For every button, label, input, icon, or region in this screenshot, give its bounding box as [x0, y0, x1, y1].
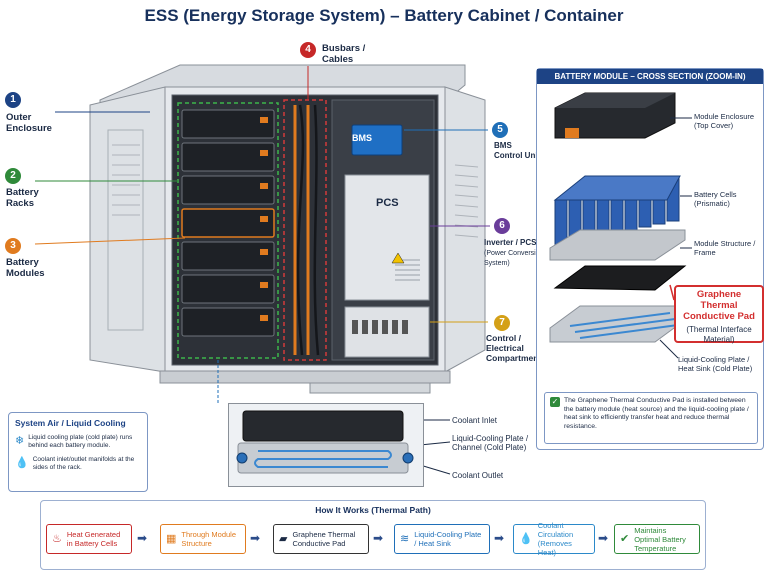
step-coolant-circulation: 💧 Coolant Circulation (Removes Heat) — [513, 521, 595, 557]
graphene-pad-title: Graphene Thermal Conductive Pad — [683, 289, 755, 322]
cooling-item-2: Coolant inlet/outlet manifolds at the si… — [32, 456, 135, 471]
callout-6-badge: 6 — [494, 218, 510, 234]
step-module-structure: ▦ Through Module Structure — [160, 524, 246, 554]
callout-6-title: Inverter / PCS — [484, 238, 537, 247]
step-2-label: Through Module Structure — [181, 530, 237, 548]
label-module-enclosure: Module Enclosure (Top Cover) — [694, 112, 755, 130]
callout-4-badge: 4 — [300, 42, 316, 58]
arrow-5-icon: ➡ — [598, 531, 609, 545]
coolant-outlet-label: Coolant Outlet — [452, 471, 504, 480]
step-6-label: Maintains Optimal Battery Temperature — [634, 525, 686, 553]
module-layers-illustration — [549, 92, 687, 343]
graphene-pad-callout: Graphene Thermal Conductive Pad (Thermal… — [674, 285, 764, 344]
cooling-panel-title: System Air / Liquid Cooling — [15, 418, 126, 428]
step-3-label: Graphene Thermal Conductive Pad — [292, 530, 356, 548]
step-cold-plate: ≋ Liquid-Cooling Plate / Heat Sink — [394, 524, 490, 554]
callout-7-badge: 7 — [494, 315, 510, 331]
callout-2-label: Battery Racks — [6, 187, 39, 209]
cooling-item-1: Liquid cooling plate (cold plate) runs b… — [28, 434, 133, 449]
callout-5-sub: Control Unit — [494, 151, 541, 160]
graphene-pad-sub: (Thermal Interface Material) — [686, 325, 752, 344]
snowflake-icon: ❄ — [15, 435, 25, 447]
check-icon: ✔ — [620, 532, 630, 545]
step-4-label: Liquid-Cooling Plate / Heat Sink — [414, 530, 482, 548]
pad-icon: ▰ — [279, 532, 288, 545]
label-battery-cells: Battery Cells (Prismatic) — [694, 190, 737, 208]
drop-icon: 💧 — [15, 457, 29, 469]
callout-5-title: BMS — [494, 141, 512, 150]
callout-5-label: BMS Control Unit — [494, 141, 554, 161]
graphene-note: ✓ The Graphene Thermal Conductive Pad is… — [544, 392, 758, 444]
wave-icon: ≋ — [400, 532, 410, 545]
grid-icon: ▦ — [166, 532, 177, 545]
step-1-label: Heat Generated in Battery Cells — [66, 530, 121, 548]
page-title: ESS (Energy Storage System) – Battery Ca… — [144, 6, 624, 25]
arrow-4-icon: ➡ — [494, 531, 505, 545]
callout-1-label: Outer Enclosure — [6, 112, 52, 134]
callout-3-label: Battery Modules — [6, 257, 45, 279]
callout-5-badge: 5 — [492, 122, 508, 138]
callout-6-sub: (Power Conversion System) — [484, 250, 544, 267]
arrow-2-icon: ➡ — [250, 531, 261, 545]
label-cold-plate: Liquid-Cooling Plate / Heat Sink (Cold P… — [678, 355, 753, 373]
step-graphene-pad: ▰ Graphene Thermal Conductive Pad — [273, 524, 369, 554]
step-heat-generated: ♨ Heat Generated in Battery Cells — [46, 524, 132, 554]
thermal-path-title: How It Works (Thermal Path) — [315, 505, 431, 515]
graphene-note-text: The Graphene Thermal Conductive Pad is i… — [564, 397, 749, 430]
cold-plate-label: Liquid-Cooling Plate / Channel (Cold Pla… — [452, 434, 529, 452]
cold-plate-inset — [228, 403, 424, 487]
label-module-frame: Module Structure / Frame — [694, 239, 756, 257]
arrow-3-icon: ➡ — [373, 531, 384, 545]
cabinet-illustration — [89, 64, 486, 394]
step-optimal-temperature: ✔ Maintains Optimal Battery Temperature — [614, 524, 700, 554]
check-icon: ✓ — [550, 397, 560, 407]
coolant-inlet-label: Coolant Inlet — [452, 416, 497, 425]
heat-icon: ♨ — [52, 532, 62, 545]
drop-icon: 💧 — [519, 532, 533, 545]
callout-6-label: Inverter / PCS (Power Conversion System) — [484, 238, 544, 268]
callout-3-badge: 3 — [5, 238, 21, 254]
callout-1-badge: 1 — [5, 92, 21, 108]
cooling-info-panel: System Air / Liquid Cooling ❄ Liquid coo… — [8, 412, 148, 492]
callout-4-label: Busbars / Cables — [322, 43, 366, 65]
zoom-panel-title: BATTERY MODULE – CROSS SECTION (ZOOM-IN) — [537, 69, 763, 84]
callout-7-label: Control / Electrical Compartment — [486, 333, 542, 363]
arrow-1-icon: ➡ — [137, 531, 148, 545]
step-5-label: Coolant Circulation (Removes Heat) — [537, 521, 574, 557]
zoom-leader-lines — [659, 117, 692, 359]
pcs-box-label: PCS — [376, 197, 399, 209]
callout-2-badge: 2 — [5, 168, 21, 184]
thermal-path-panel — [40, 500, 706, 570]
bms-box-label: BMS — [352, 133, 372, 143]
